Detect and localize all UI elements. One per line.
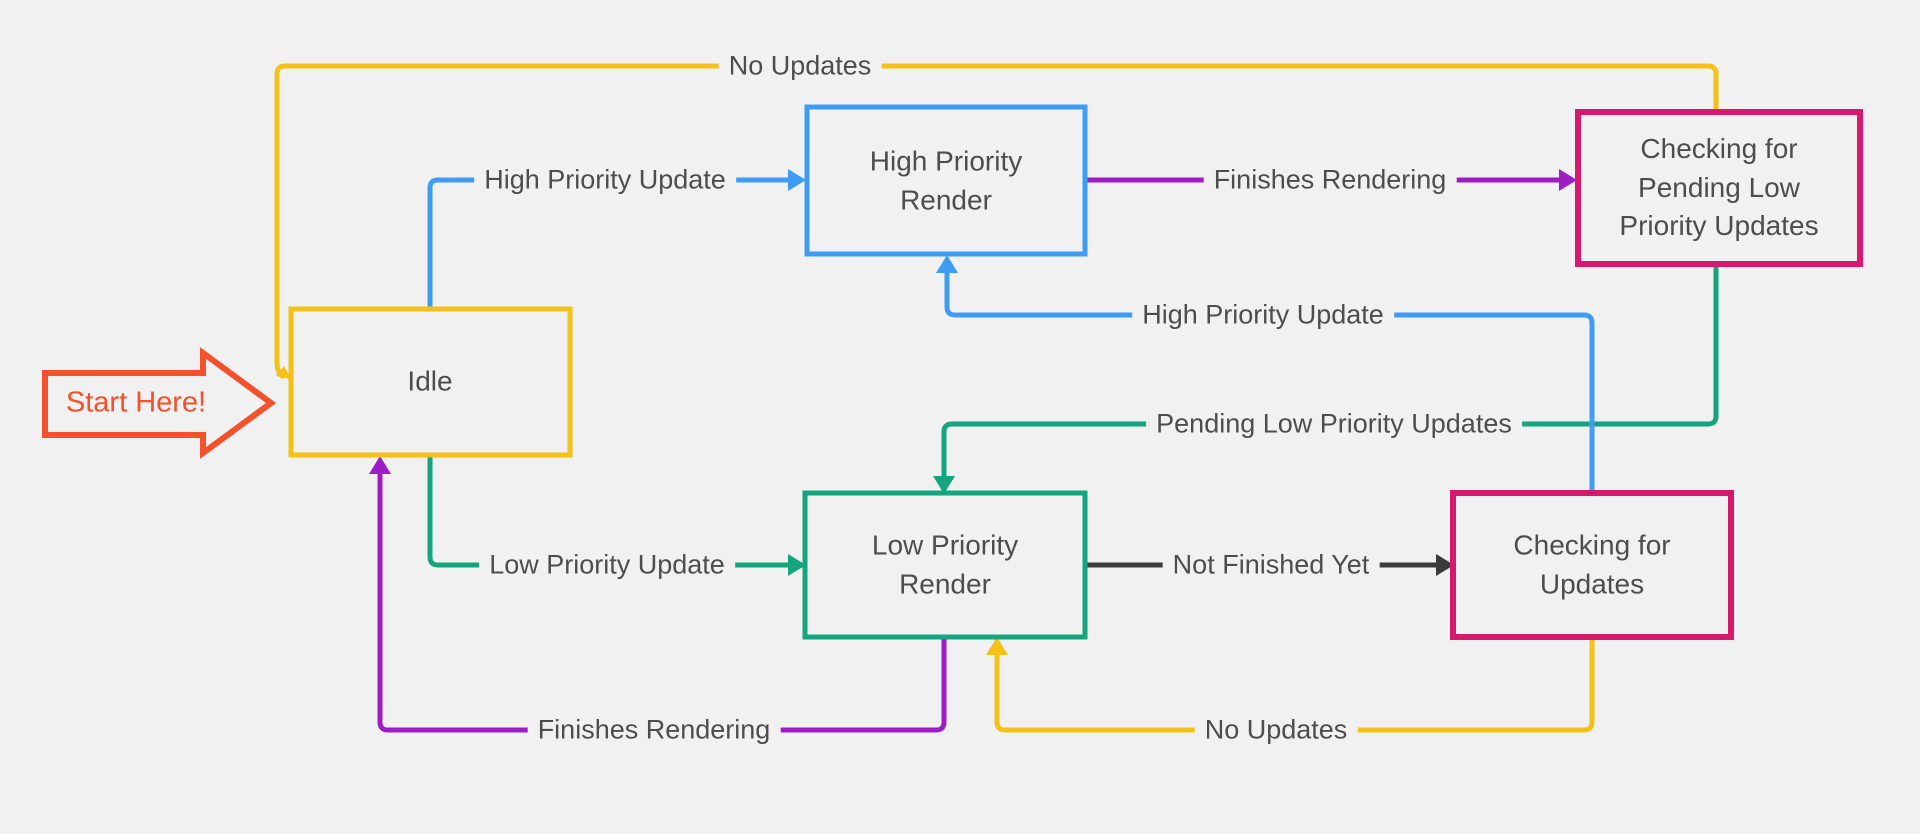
node-box-idle	[288, 306, 573, 458]
arrowhead-no-updates-bottom	[986, 637, 1008, 655]
edge-no-updates-top	[274, 63, 1719, 380]
node-label-checking-pending-low: Checking for Pending Low Priority Update…	[1619, 133, 1819, 242]
start-here-arrow	[42, 347, 277, 459]
node-label-low-priority-render: Low Priority Render	[871, 529, 1019, 599]
node-box-low-priority-render	[802, 490, 1088, 640]
arrowhead-finishes-rendering-bottom	[369, 456, 391, 474]
arrowhead-idle-to-high-priority-render	[788, 169, 806, 191]
edge-label-high-priority-update-from-checking: High Priority Update	[1132, 298, 1394, 332]
edge-label-no-updates-bottom: No Updates	[1194, 713, 1358, 747]
edge-label-finishes-rendering-top: Finishes Rendering	[1203, 163, 1457, 197]
edge-low-priority-update	[427, 455, 790, 568]
edge-label-finishes-rendering-bottom: Finishes Rendering	[527, 713, 781, 747]
start-here-label: Start Here!	[65, 386, 207, 419]
arrowhead-checking-updates-to-high-priority-render	[936, 255, 958, 273]
edge-label-no-updates-top: No Updates	[718, 49, 882, 83]
edge-idle-to-high-priority-render	[427, 177, 790, 309]
node-box-checking-updates	[1450, 490, 1734, 640]
edge-pending-low-priority-updates	[941, 264, 1719, 476]
arrowhead-finishes-rendering-top	[1559, 169, 1577, 191]
arrowhead-not-finished-yet	[1436, 554, 1454, 576]
arrowhead-low-priority-update	[788, 554, 806, 576]
node-label-idle: Idle	[407, 365, 453, 397]
node-box-high-priority-render	[804, 104, 1088, 257]
edge-label-low-priority-update: Low Priority Update	[479, 548, 735, 582]
arrowhead-pending-low-priority-updates	[933, 476, 955, 494]
node-box-checking-pending-low	[1575, 109, 1863, 267]
arrowhead-no-updates-top	[276, 366, 291, 379]
edge-label-high-priority-update-from-idle: High Priority Update	[474, 163, 736, 197]
edge-label-pending-low-priority-updates: Pending Low Priority Updates	[1146, 407, 1522, 441]
node-label-checking-updates: Checking for Updates	[1513, 529, 1671, 599]
node-label-high-priority-render: High Priority Render	[869, 145, 1023, 215]
edge-label-not-finished-yet: Not Finished Yet	[1162, 548, 1380, 582]
